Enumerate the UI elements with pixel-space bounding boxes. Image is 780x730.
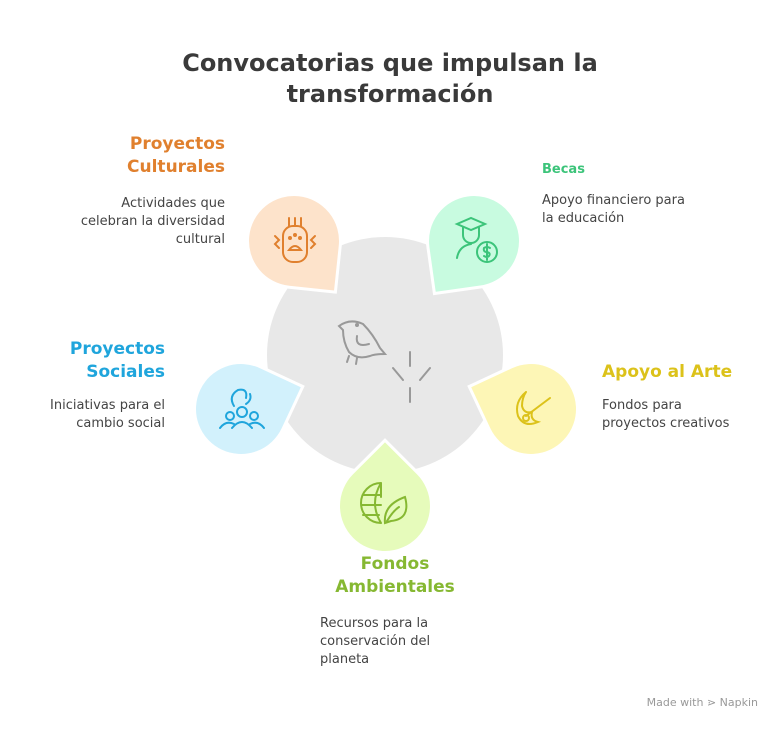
heading-arte: Apoyo al Arte (602, 362, 733, 382)
paint-palette-icon (516, 391, 551, 425)
napkin-credit[interactable]: Made with ⋗ Napkin (646, 696, 758, 709)
community-icon (219, 388, 265, 429)
bird-icon (337, 320, 431, 403)
heading-becas: Becas (542, 162, 585, 177)
graduate-dollar-icon (454, 216, 498, 263)
culture-face-icon (273, 217, 317, 263)
globe-leaf-icon (360, 482, 408, 525)
